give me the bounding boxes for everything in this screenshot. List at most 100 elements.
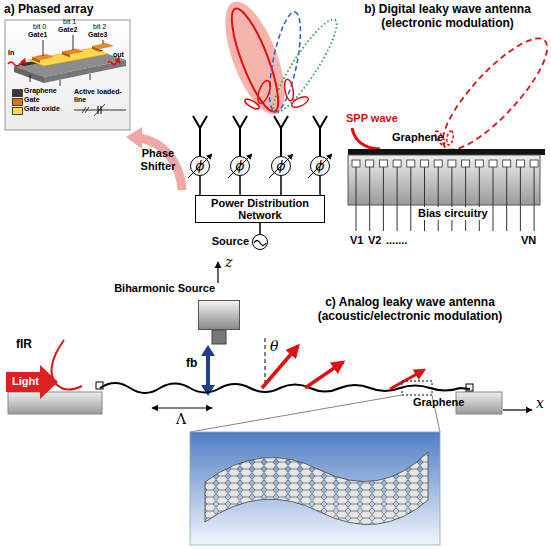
- gate-pad: [462, 160, 470, 167]
- legend-swatch: [12, 89, 23, 97]
- lattice-inset: [190, 432, 440, 545]
- ground-pin: [30, 75, 31, 82]
- beam-fill: [213, 0, 297, 122]
- inset-frame: [5, 20, 130, 130]
- connector-line: [319, 176, 321, 195]
- ground-pin: [60, 80, 61, 86]
- x-axis: [503, 409, 532, 410]
- bias-line: [506, 167, 507, 231]
- tuning-arrow: [188, 154, 212, 178]
- biharmonic-source: Biharmonic Source: [198, 300, 240, 330]
- gate-oxide: [28, 48, 108, 66]
- antenna-stem: [280, 128, 282, 156]
- vibration-arrow: [206, 352, 210, 390]
- label-text: Graphene: [413, 396, 464, 409]
- connector-line: [280, 176, 282, 195]
- normal-line: [265, 338, 266, 386]
- phase-shifter: ϕ: [190, 156, 210, 176]
- main-lobe: [223, 4, 287, 116]
- gate-pad: [448, 160, 456, 167]
- bias-line: [534, 167, 535, 231]
- connector-line: [199, 176, 201, 195]
- node-text: Source: [207, 235, 249, 247]
- label-text: Light: [12, 375, 39, 388]
- gate-block: [32, 57, 40, 63]
- side-lobe: [255, 79, 273, 105]
- node-text: ϕ: [196, 159, 205, 173]
- label-text: Gate2: [58, 26, 77, 34]
- antenna-stem: [239, 128, 241, 156]
- substrate-front: [14, 66, 44, 83]
- legend-swatch: [12, 98, 23, 106]
- gate-pad: [421, 160, 429, 167]
- period-arrow: [152, 407, 212, 408]
- antenna-stem: [199, 128, 201, 156]
- side-lobe: [446, 131, 454, 146]
- ac-symbol: [254, 241, 266, 246]
- node-text: ϕ: [277, 159, 286, 173]
- gate-pad: [489, 160, 497, 167]
- rippled-graphene: [100, 383, 470, 393]
- bias-line: [438, 167, 439, 231]
- gate-pad: [393, 160, 401, 167]
- node-text: Power Distribution Network: [196, 197, 324, 221]
- label-text: Graphene: [392, 131, 443, 144]
- connector-line: [239, 176, 241, 195]
- tuning-arrow: [269, 154, 293, 178]
- label-text: b) Digital leaky wave antenna (electroni…: [350, 3, 545, 31]
- tuning-arrows: [188, 154, 332, 178]
- bias-line: [465, 167, 466, 231]
- loaded-line-symbol: [98, 106, 99, 114]
- label-text: .......: [386, 234, 407, 247]
- vibration-arrow-head: [201, 345, 215, 356]
- tuning-arrow: [308, 154, 332, 178]
- gate-block: [92, 46, 100, 52]
- ground-pin: [90, 74, 91, 80]
- side-lobe: [283, 78, 295, 101]
- contact-pad: [96, 382, 103, 389]
- bias-line: [383, 167, 384, 231]
- label-text: out: [113, 51, 124, 59]
- bias-line: [520, 167, 521, 231]
- blue-lobe: [263, 10, 307, 115]
- input-wave: [8, 62, 26, 66]
- bias-line: [479, 167, 480, 231]
- label-text: x: [536, 395, 544, 411]
- bias-line: [424, 167, 425, 231]
- label-text: Gate1: [28, 31, 47, 39]
- left-substrate: [8, 392, 102, 414]
- emission-arrow: [390, 370, 424, 389]
- loaded-line-symbol: [101, 106, 102, 114]
- node-text: ϕ: [316, 159, 325, 173]
- label-text: Phase Shifter: [131, 147, 185, 172]
- label-text: a) Phased array: [4, 3, 93, 17]
- connector-line: [259, 223, 261, 234]
- substrate: [348, 155, 540, 205]
- side-lobe: [244, 97, 261, 110]
- legend-text: Gate: [24, 96, 40, 104]
- z-axis: [217, 262, 218, 283]
- gate-pin: [73, 35, 74, 50]
- antenna-arms: [233, 116, 247, 128]
- phase-shifter: ϕ: [230, 156, 250, 176]
- gate-block: [62, 52, 70, 58]
- loaded-line-symbol: [85, 107, 89, 113]
- label-text: θ: [270, 338, 278, 354]
- label-text: z: [225, 254, 232, 270]
- label-text: bit 1: [63, 18, 76, 26]
- distribution-box: Power Distribution Network: [195, 195, 325, 223]
- gate-pad: [366, 160, 374, 167]
- antenna-stem: [319, 128, 321, 156]
- label-text: VN: [521, 234, 536, 247]
- phase-shifter: ϕ: [310, 156, 330, 176]
- antenna-arms: [313, 116, 327, 128]
- label-text: fIR: [16, 338, 32, 352]
- label-text: Bias circuitry: [416, 207, 490, 220]
- legend-text: Gate oxide: [24, 105, 60, 113]
- gate-pad: [503, 160, 511, 167]
- label-text: Gate3: [88, 31, 107, 39]
- pointer-arrow-head: [126, 127, 142, 149]
